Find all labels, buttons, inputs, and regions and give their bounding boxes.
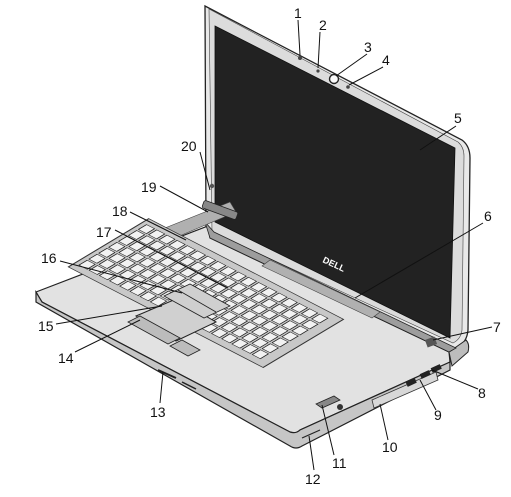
callout-18: 18 — [112, 203, 128, 219]
callout-14: 14 — [58, 350, 74, 366]
callout-13: 13 — [150, 404, 166, 420]
camera-lens — [330, 75, 339, 84]
microphone-right — [346, 85, 350, 89]
callout-15: 15 — [38, 318, 54, 334]
power-button — [337, 404, 343, 410]
callout-20: 20 — [181, 138, 197, 154]
callout-7: 7 — [493, 319, 501, 335]
callout-2: 2 — [319, 17, 327, 33]
callout-12: 12 — [305, 471, 321, 487]
callout-11: 11 — [332, 455, 347, 471]
callout-9: 9 — [434, 407, 442, 423]
microphone-left — [298, 56, 302, 60]
callout-3: 3 — [364, 39, 372, 55]
callout-17: 17 — [96, 224, 112, 240]
callout-8: 8 — [478, 385, 486, 401]
callout-4: 4 — [382, 52, 390, 68]
ambient-light-sensor — [210, 184, 214, 188]
callout-5: 5 — [454, 110, 462, 126]
callout-19: 19 — [141, 179, 157, 195]
callout-6: 6 — [484, 208, 492, 224]
callout-16: 16 — [41, 250, 57, 266]
callout-1: 1 — [294, 5, 302, 21]
camera-indicator — [316, 69, 319, 72]
callout-10: 10 — [382, 439, 398, 455]
